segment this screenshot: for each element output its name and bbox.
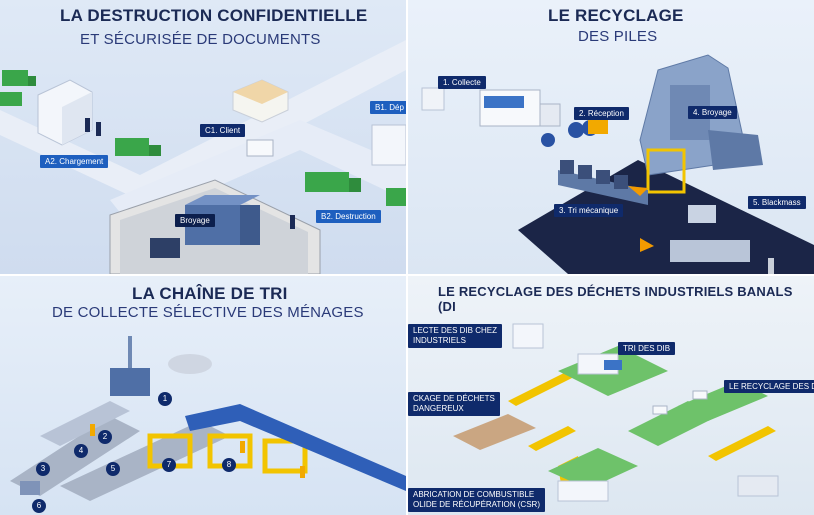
dib-title: LE RECYCLAGE DES DÉCHETS INDUSTRIELS BAN… <box>438 284 793 314</box>
label-broyage-piles: 4. Broyage <box>688 106 737 119</box>
label-tri-mecanique: 3. Tri mécanique <box>554 204 624 217</box>
label-stockage-line1: CKAGE DE DÉCHETS <box>413 394 495 403</box>
step-number-2: 2 <box>98 430 112 444</box>
label-collecte: 1. Collecte <box>438 76 486 89</box>
step-number-4: 4 <box>74 444 88 458</box>
panel-destruction[interactable]: LA DESTRUCTION CONFIDENTIELLE ET SÉCURIS… <box>0 0 406 274</box>
label-destruction: B2. Destruction <box>316 210 381 223</box>
step-number-8: 8 <box>222 458 236 472</box>
label-depot: B1. Dép <box>370 101 406 114</box>
label-blackmass: 5. Blackmass <box>748 196 806 209</box>
label-csr-line2: OLIDE DE RÉCUPÉRATION (CSR) <box>413 500 540 509</box>
horizontal-separator <box>0 274 814 276</box>
panel-piles[interactable]: LE RECYCLAGE DES PILES 1. Collecte 2. Ré… <box>408 0 814 274</box>
step-number-7: 7 <box>162 458 176 472</box>
vertical-separator <box>406 0 408 515</box>
destruction-title-line2: ET SÉCURISÉE DE DOCUMENTS <box>80 31 321 48</box>
label-collecte-dib-line2: INDUSTRIELS <box>413 336 466 345</box>
label-client: C1. Client <box>200 124 246 137</box>
label-recyclage-dib: LE RECYCLAGE DES DIB <box>724 380 814 393</box>
tri-title-line2: DE COLLECTE SÉLECTIVE DES MÉNAGES <box>52 304 364 321</box>
piles-title-line1: LE RECYCLAGE <box>548 6 684 25</box>
label-reception: 2. Réception <box>574 107 629 120</box>
label-tri-des-dib: TRI DES DIB <box>618 342 676 355</box>
label-collecte-dib: LECTE DES DIB CHEZ INDUSTRIELS <box>408 324 503 348</box>
panel-dib[interactable]: LE RECYCLAGE DES DÉCHETS INDUSTRIELS BAN… <box>408 276 814 515</box>
tri-title-line1: LA CHAÎNE DE TRI <box>132 284 288 303</box>
label-broyage: Broyage <box>175 214 215 227</box>
panel-tri[interactable]: LA CHAÎNE DE TRI DE COLLECTE SÉLECTIVE D… <box>0 276 406 515</box>
piles-title-line2: DES PILES <box>578 28 658 45</box>
label-csr-line1: ABRICATION DE COMBUSTIBLE <box>413 490 535 499</box>
label-collecte-dib-line1: LECTE DES DIB CHEZ <box>413 326 498 335</box>
step-number-3: 3 <box>36 462 50 476</box>
label-stockage-line2: DANGEREUX <box>413 404 464 413</box>
step-number-6: 6 <box>32 499 46 513</box>
label-stockage: CKAGE DE DÉCHETS DANGEREUX <box>408 392 500 416</box>
step-number-1: 1 <box>158 392 172 406</box>
destruction-title-line1: LA DESTRUCTION CONFIDENTIELLE <box>60 6 368 25</box>
step-number-5: 5 <box>106 462 120 476</box>
label-chargement: A2. Chargement <box>40 155 109 168</box>
label-csr: ABRICATION DE COMBUSTIBLE OLIDE DE RÉCUP… <box>408 488 545 512</box>
dib-scene <box>453 323 779 502</box>
